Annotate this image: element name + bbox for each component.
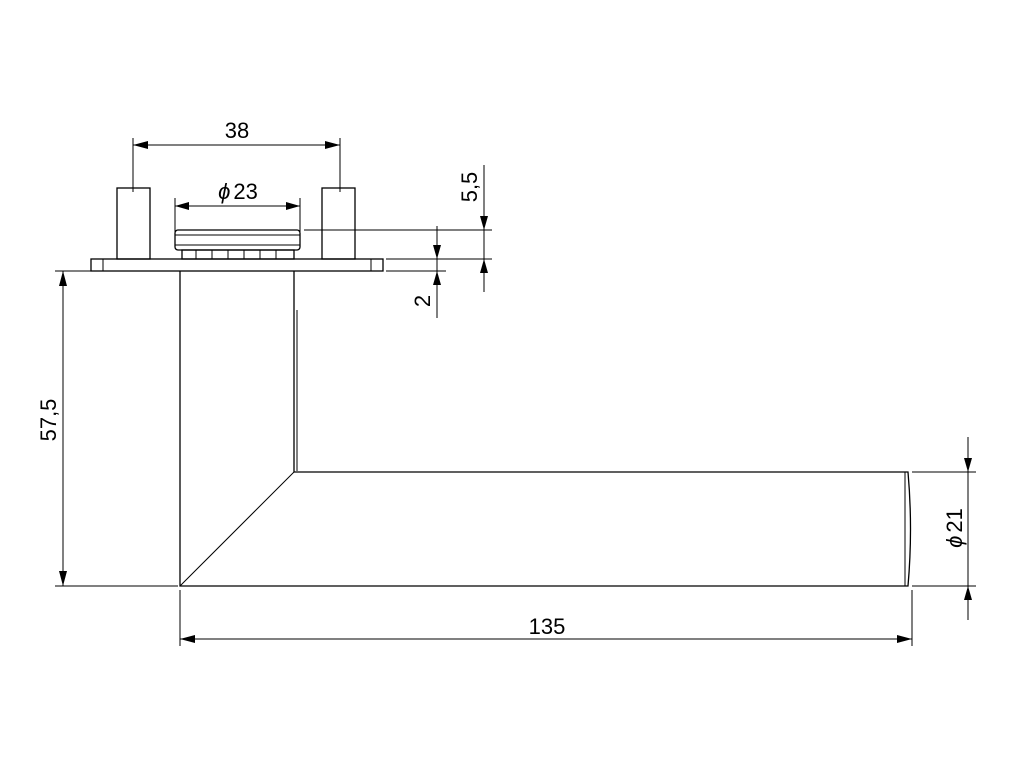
lever-outline xyxy=(179,271,912,587)
rose-ring-ribs xyxy=(195,250,277,259)
lever-height-label: 57,5 xyxy=(36,399,61,442)
grip-diameter-label: ϕ 21 xyxy=(942,508,967,548)
rose-diameter-value: 23 xyxy=(233,179,257,204)
lever-length-label: 135 xyxy=(529,614,566,639)
plate-thickness-label: 2 xyxy=(410,295,435,307)
mounting-assembly xyxy=(90,187,384,272)
right-fixing-pin xyxy=(321,187,356,260)
dimension-plate-thickness: 2 xyxy=(386,226,446,318)
rose-height-label: 5,5 xyxy=(457,172,482,203)
dimension-rose-height: 5,5 xyxy=(304,165,492,292)
rose-spacing-label: 38 xyxy=(225,118,249,143)
lever-bevel-line xyxy=(179,471,295,587)
dimension-lever-height: 57,5 xyxy=(36,270,178,587)
rose-disc xyxy=(174,229,301,251)
base-plate xyxy=(90,258,384,272)
dimension-grip-diameter: ϕ 21 xyxy=(912,437,976,620)
rose-ring xyxy=(181,249,295,260)
diameter-symbol: ϕ xyxy=(942,536,967,548)
dimension-lever-length: 135 xyxy=(179,590,913,646)
lever-handle xyxy=(179,271,912,587)
left-fixing-pin xyxy=(116,187,151,260)
dimension-rose-spacing: 38 xyxy=(132,118,341,192)
grip-diameter-value: 21 xyxy=(942,508,967,532)
diameter-symbol: ϕ xyxy=(218,179,230,204)
